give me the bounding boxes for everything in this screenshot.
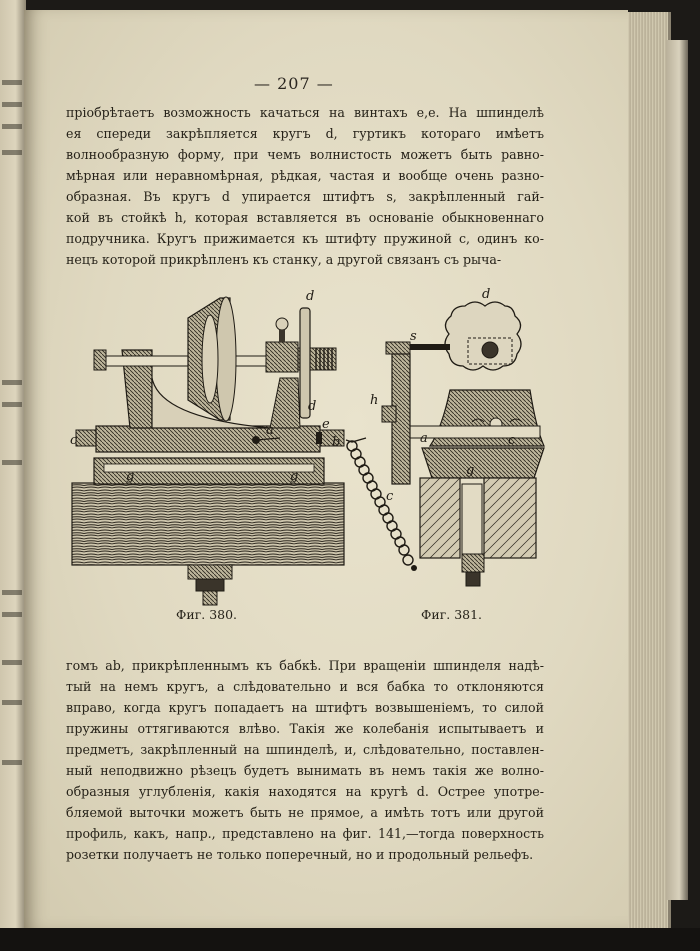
text-line: тый на немъ кругъ, а слѣдовательно и вся… — [66, 679, 544, 694]
label-e: e — [322, 417, 330, 432]
text-line: кой въ стойкѣ h, которая вставляется въ … — [66, 210, 544, 225]
label-s: s — [410, 329, 417, 344]
figure-caption: Фиг. 381. — [421, 607, 483, 622]
label-c: c — [508, 433, 516, 448]
figure-381-drawing — [345, 301, 545, 587]
label-d: d — [306, 289, 314, 304]
text-line: профиль, какъ, напр., представлено на фи… — [66, 826, 544, 841]
text-line: подручника. Кругъ прижимается къ штифту … — [66, 231, 544, 246]
text-fragment — [2, 660, 22, 665]
label-d: d — [482, 287, 490, 302]
text-line: ный неподвижно рѣзецъ будетъ вынимать въ… — [66, 763, 544, 778]
text-line: предметъ, закрѣпленный на шпинделѣ, и, с… — [66, 742, 544, 757]
text-fragment — [2, 612, 22, 617]
label-g: g — [466, 463, 474, 478]
figure-380-drawing — [71, 296, 345, 606]
text-fragment — [2, 760, 22, 765]
text-line: мѣрная или неравномѣрная, рѣдкая, частая… — [66, 168, 544, 183]
text-fragment — [2, 124, 22, 129]
text-fragment — [2, 590, 22, 595]
figure-caption: Фиг. 380. — [176, 607, 238, 622]
text-fragment — [2, 402, 22, 407]
text-line: вправо, когда кругъ попадаетъ на штифтъ … — [66, 700, 544, 715]
text-line: розетки получаетъ не только поперечный, … — [66, 847, 534, 862]
text-fragment — [2, 102, 22, 107]
label-a: a — [420, 431, 428, 446]
label-b: b — [332, 435, 340, 450]
book-cover-edge — [666, 40, 688, 900]
label-g: g — [126, 469, 134, 484]
label-d: d — [308, 399, 316, 414]
label-c: c — [386, 489, 394, 504]
text-fragment — [2, 460, 22, 465]
text-line: образныя углубленія, какія находятся на … — [66, 784, 544, 799]
page-number: — 207 — — [254, 74, 334, 93]
text-line: ея спереди закрѣпляется кругъ d, гуртикъ… — [66, 126, 544, 141]
label-a: a — [266, 423, 274, 438]
text-line: бляемой выточки можетъ быть не прямое, а… — [66, 805, 544, 820]
text-fragment — [2, 380, 22, 385]
paragraph-top: пріобрѣтаетъ возможность качаться на вин… — [66, 102, 544, 270]
text-line: гомъ ab, прикрѣпленнымъ къ бабкѣ. При вр… — [66, 658, 544, 673]
text-fragment — [2, 150, 22, 155]
engraving-illustration: d d c e b a g g — [70, 287, 545, 606]
paragraph-bottom: гомъ ab, прикрѣпленнымъ къ бабкѣ. При вр… — [66, 655, 544, 865]
text-fragment — [2, 700, 22, 705]
text-fragment — [2, 80, 22, 85]
text-line: нецъ которой прикрѣпленъ къ станку, а др… — [66, 252, 502, 267]
text-line: пріобрѣтаетъ возможность качаться на вин… — [66, 105, 544, 120]
text-line: образная. Въ кругъ d упирается штифтъ s,… — [66, 189, 544, 204]
label-g: g — [290, 469, 298, 484]
label-c: c — [70, 433, 78, 448]
text-line: пружины оттягиваются влѣво. Такія же кол… — [66, 721, 544, 736]
text-line: волнообразную форму, при чемъ волнистост… — [66, 147, 544, 162]
desk-background — [0, 928, 700, 951]
figures-area: d d c e b a g g — [70, 278, 548, 630]
label-h: h — [370, 393, 378, 408]
previous-page-edge — [0, 0, 26, 951]
